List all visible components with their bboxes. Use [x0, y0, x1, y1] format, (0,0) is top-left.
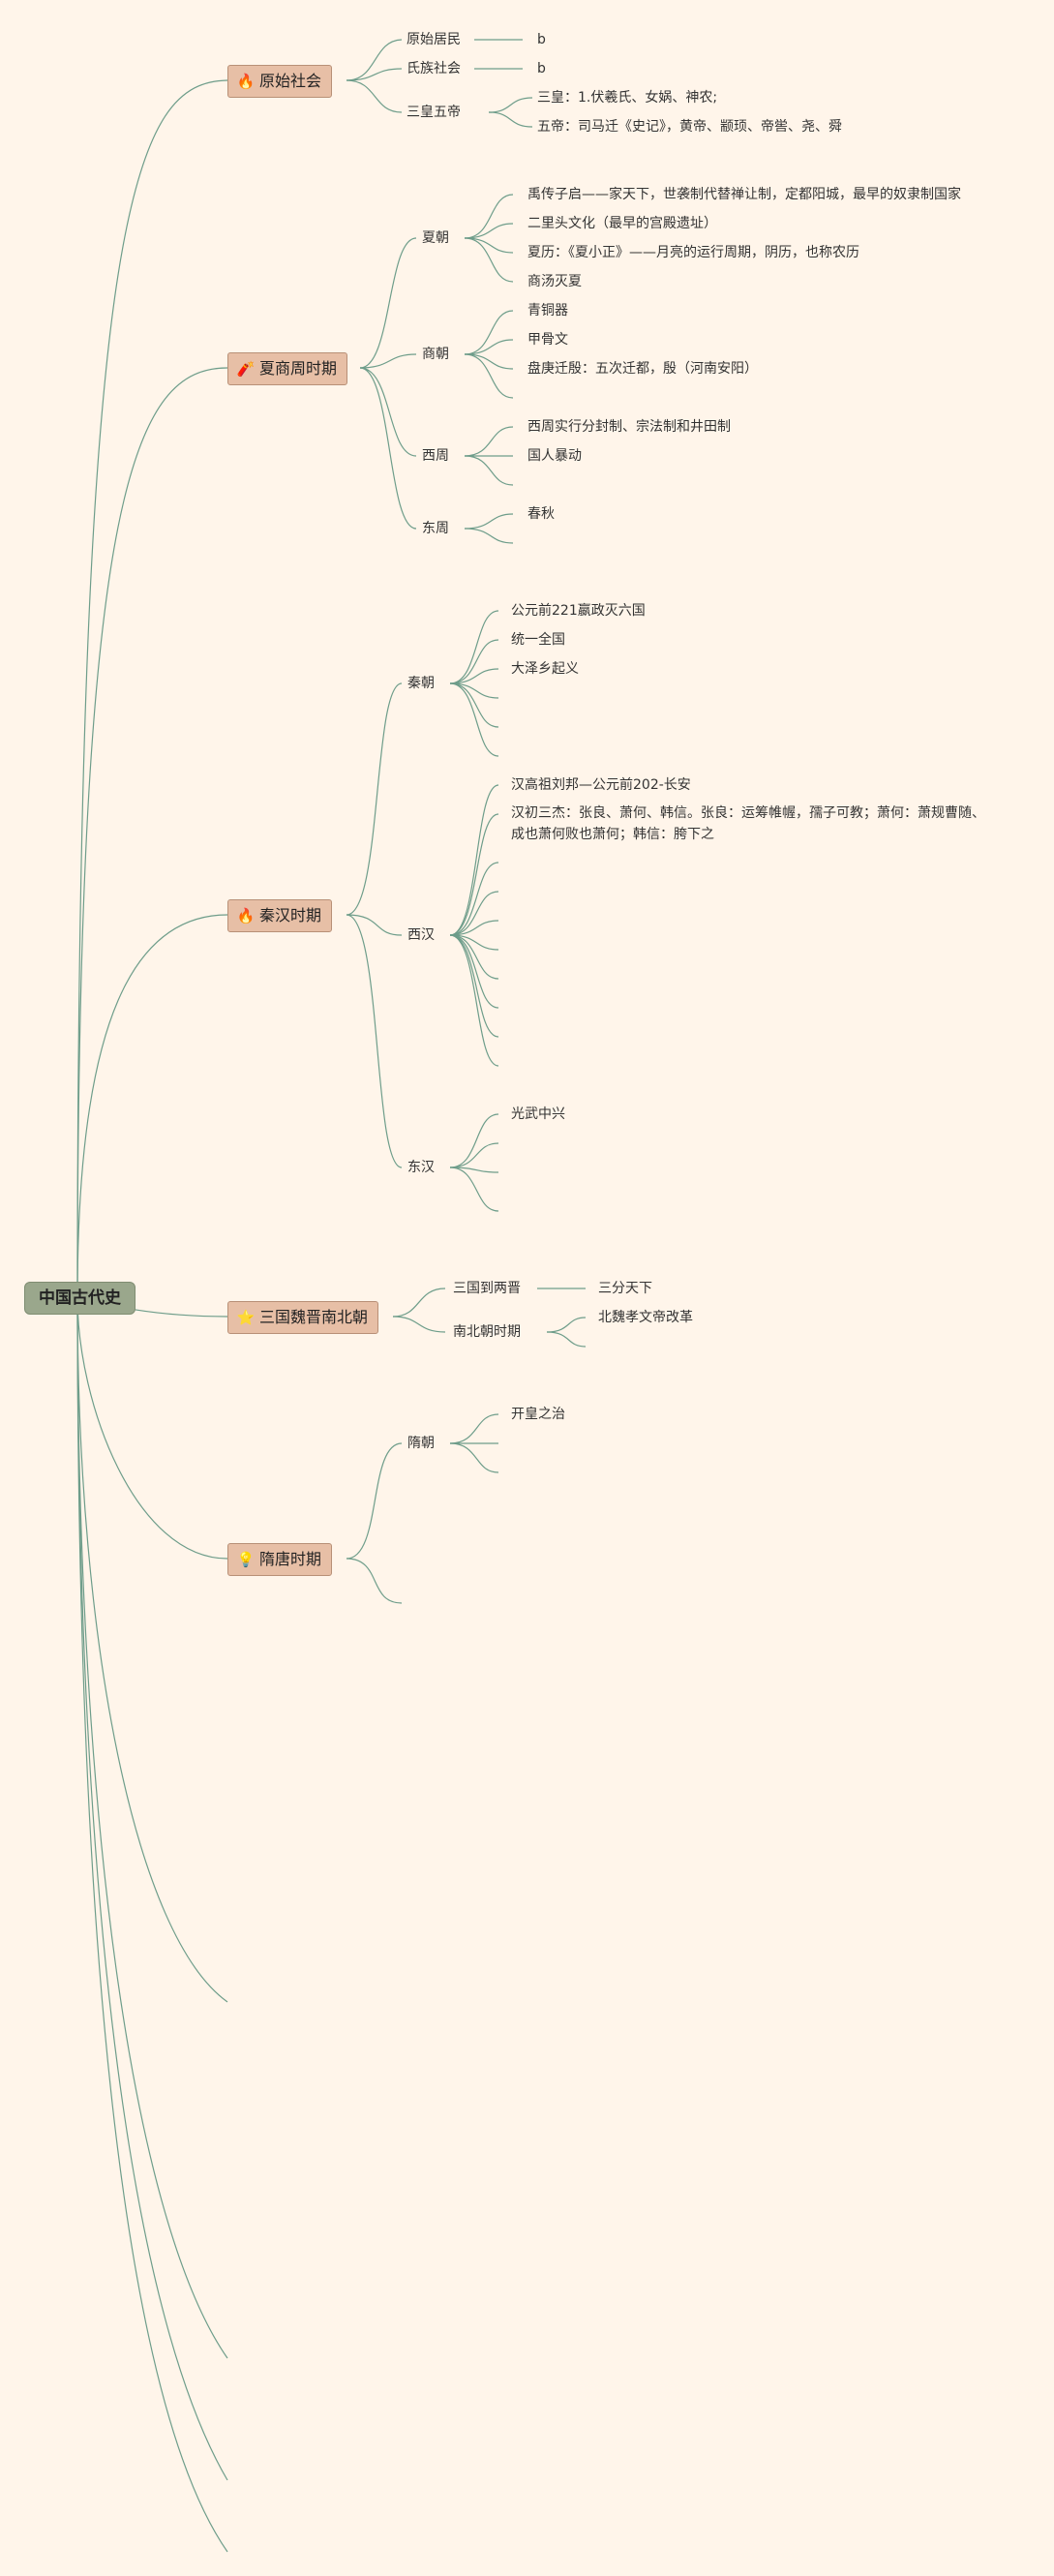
node-leaf[interactable]: 统一全国	[511, 632, 565, 648]
node-leaf[interactable]: 春秋	[527, 506, 555, 522]
node-leaf[interactable]: 汉初三杰：张良、萧何、韩信。张良：运筹帷幄，孺子可教；萧何：萧规曹随、成也萧何败…	[511, 805, 985, 842]
fire-icon: 🔥	[236, 73, 256, 90]
topic-label: 秦汉时期	[259, 906, 322, 924]
firecracker-icon: 🧨	[236, 360, 256, 378]
node-leaf[interactable]: 三皇：1.伏羲氏、女娲、神农;	[537, 90, 718, 106]
node-leaf[interactable]: 商汤灭夏	[527, 274, 582, 289]
node-leaf[interactable]: 北魏孝文帝改革	[598, 1310, 693, 1325]
node-western-zhou[interactable]: 西周	[422, 448, 449, 464]
node-shang-dynasty[interactable]: 商朝	[422, 347, 449, 362]
node-leaf[interactable]: 公元前221嬴政灭六国	[511, 603, 646, 619]
star-icon: ⭐	[236, 1309, 256, 1326]
topic-label: 隋唐时期	[259, 1550, 322, 1568]
node-sui-dynasty[interactable]: 隋朝	[407, 1436, 435, 1451]
topic-label: 夏商周时期	[259, 359, 338, 378]
fire-icon: 🔥	[236, 907, 256, 924]
node-clan-society[interactable]: 氏族社会	[407, 61, 461, 76]
node-leaf[interactable]: 西周实行分封制、宗法制和井田制	[527, 419, 731, 435]
node-leaf[interactable]: 二里头文化（最早的宫殿遗址）	[527, 216, 717, 231]
root-node[interactable]: 中国古代史	[24, 1282, 136, 1315]
node-western-han[interactable]: 西汉	[407, 927, 435, 943]
topic-three-kingdoms[interactable]: ⭐三国魏晋南北朝	[227, 1301, 379, 1334]
topic-primitive-society[interactable]: 🔥原始社会	[227, 65, 333, 98]
node-leaf[interactable]: 光武中兴	[511, 1106, 565, 1122]
node-qin-dynasty[interactable]: 秦朝	[407, 676, 435, 691]
node-leaf[interactable]: 开皇之治	[511, 1407, 565, 1422]
node-leaf[interactable]: 青铜器	[527, 303, 568, 318]
bulb-icon: 💡	[236, 1551, 256, 1568]
node-leaf[interactable]: b	[537, 61, 546, 76]
topic-label: 原始社会	[259, 72, 322, 90]
topic-xia-shang-zhou[interactable]: 🧨夏商周时期	[227, 352, 348, 385]
topic-label: 三国魏晋南北朝	[259, 1308, 369, 1326]
node-xia-dynasty[interactable]: 夏朝	[422, 230, 449, 246]
node-primitive-residents[interactable]: 原始居民	[407, 32, 461, 47]
node-leaf[interactable]: 汉高祖刘邦—公元前202-长安	[511, 777, 691, 793]
node-leaf[interactable]: 夏历：《夏小正》——月亮的运行周期，阴历，也称农历	[527, 245, 859, 260]
node-three-kingdoms-to-jin[interactable]: 三国到两晋	[453, 1281, 521, 1296]
node-leaf[interactable]: b	[537, 32, 546, 47]
node-leaf[interactable]: 五帝：司马迁《史记》，黄帝、颛顼、帝喾、尧、舜	[537, 119, 842, 135]
node-eastern-han[interactable]: 东汉	[407, 1160, 435, 1175]
node-eastern-zhou[interactable]: 东周	[422, 521, 449, 536]
node-leaf[interactable]: 三分天下	[598, 1281, 652, 1296]
node-leaf[interactable]: 禹传子启——家天下，世袭制代替禅让制，定都阳城，最早的奴隶制国家	[527, 187, 961, 202]
node-leaf[interactable]: 盘庚迁殷：五次迁都，殷（河南安阳）	[527, 361, 758, 377]
node-leaf[interactable]: 大泽乡起义	[511, 661, 579, 677]
topic-qin-han[interactable]: 🔥秦汉时期	[227, 899, 333, 932]
topic-sui-tang[interactable]: 💡隋唐时期	[227, 1543, 333, 1576]
node-three-sovereigns[interactable]: 三皇五帝	[407, 105, 461, 120]
node-leaf[interactable]: 国人暴动	[527, 448, 582, 464]
node-northern-southern[interactable]: 南北朝时期	[453, 1324, 521, 1340]
node-leaf[interactable]: 甲骨文	[527, 332, 568, 348]
